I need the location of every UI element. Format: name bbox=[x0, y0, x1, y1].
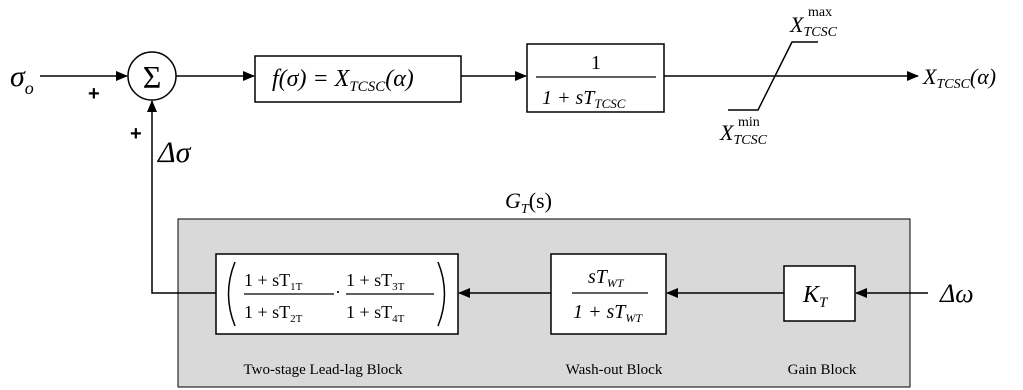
lead-lag-frac1-den: 1 + sT2T bbox=[244, 302, 303, 325]
plus-sign-top: + bbox=[88, 83, 100, 105]
lead-lag-caption: Two-stage Lead-lag Block bbox=[244, 362, 403, 378]
washout-numerator: sTWT bbox=[588, 266, 625, 290]
limiter-min-sup: min bbox=[738, 115, 760, 130]
washout-caption: Wash-out Block bbox=[566, 362, 663, 378]
plus-sign-bottom: + bbox=[130, 123, 142, 145]
lead-lag-right-paren bbox=[437, 261, 446, 327]
controller-title: GT(s) bbox=[505, 188, 552, 217]
lead-lag-frac2-den: 1 + sT4T bbox=[346, 302, 405, 325]
washout-denominator: 1 + sTWT bbox=[573, 301, 643, 325]
gain-block bbox=[783, 265, 856, 322]
lag-denominator: 1 + sTTCSC bbox=[542, 87, 626, 111]
lead-lag-dot: · bbox=[335, 282, 341, 302]
limiter-min-label: XTCSC bbox=[719, 120, 768, 148]
lag-numerator: 1 bbox=[591, 52, 601, 74]
first-order-lag-block bbox=[526, 43, 665, 113]
nonlinear-map-label: f(σ) = XTCSC(α) bbox=[272, 66, 414, 95]
limiter-max-label: XTCSC bbox=[789, 12, 838, 40]
gain-caption: Gain Block bbox=[788, 362, 857, 378]
sigma-input-label: σo bbox=[10, 60, 34, 98]
delta-sigma-label: Δσ bbox=[157, 136, 192, 169]
output-label: XTCSC(α) bbox=[922, 64, 996, 92]
summing-symbol: Σ bbox=[143, 59, 162, 95]
delta-omega-label: Δω bbox=[939, 279, 974, 308]
lead-lag-frac2-num: 1 + sT3T bbox=[346, 270, 405, 293]
lead-lag-frac1-num: 1 + sT1T bbox=[244, 270, 303, 293]
nonlinear-map-block bbox=[254, 55, 462, 103]
feedback-line bbox=[147, 100, 216, 294]
limiter-max-sup: max bbox=[808, 5, 832, 20]
lead-lag-left-paren bbox=[227, 261, 236, 327]
gain-label: KT bbox=[802, 282, 829, 311]
